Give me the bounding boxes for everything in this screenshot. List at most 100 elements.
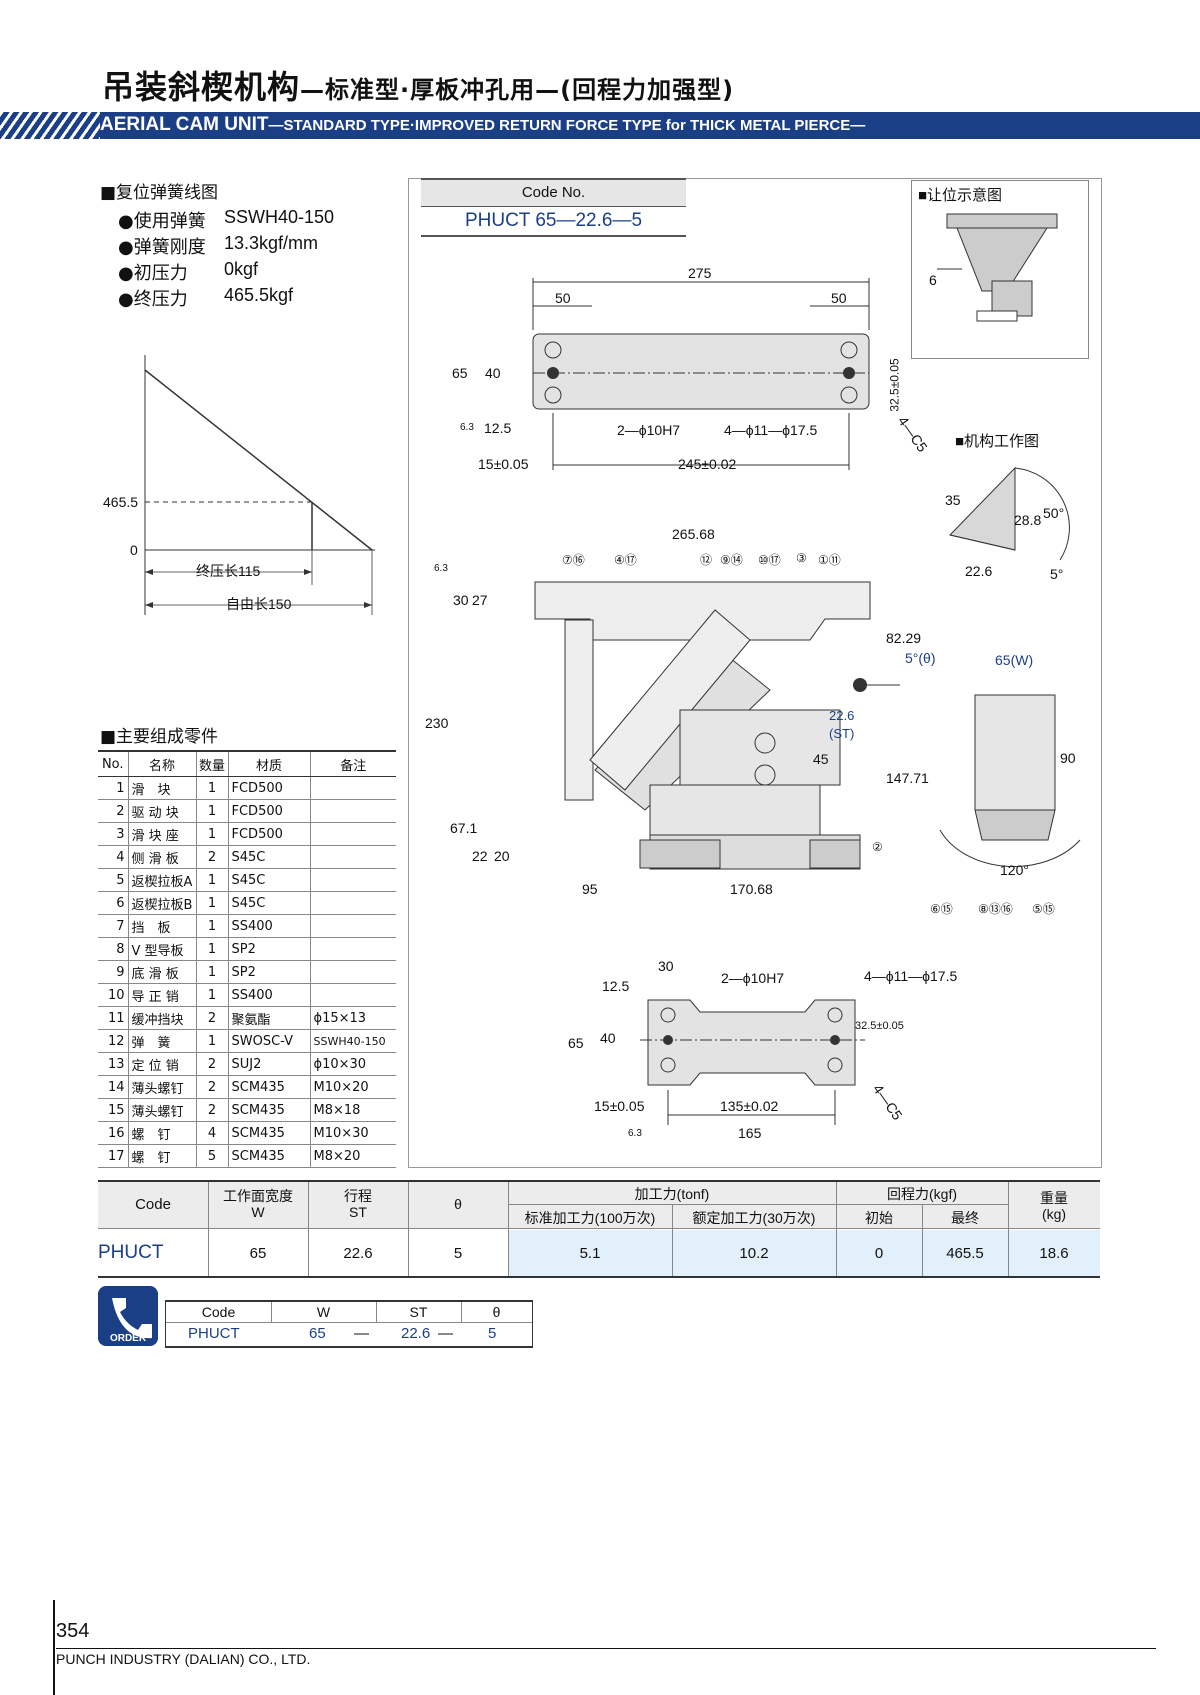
parts-cell: 8: [98, 937, 128, 961]
footer-divider: [56, 1648, 1156, 1649]
spec-table: Code 工作面宽度 W 行程 ST θ 加工力(tonf) 标准加工力(100…: [98, 1180, 1100, 1278]
hdr-theta: θ: [454, 1196, 462, 1212]
row-force-rated: 10.2: [739, 1245, 769, 1262]
parts-cell: 5: [98, 868, 128, 892]
parts-cell: 弹 簧: [127, 1029, 196, 1053]
order-sep-2: —: [438, 1325, 453, 1342]
front-st: 22.6: [829, 708, 855, 723]
top-d245: 245±0.02: [678, 456, 737, 472]
page-number: 354: [56, 1620, 90, 1642]
parts-cell: FCD500: [227, 822, 310, 846]
order-val-w: 65: [309, 1325, 326, 1342]
bottom-h65: 65: [568, 1035, 584, 1051]
footer-rule: [53, 1600, 55, 1695]
parts-cell: M8×20: [309, 1144, 396, 1168]
graph-y-top: 465.5: [103, 494, 139, 510]
page-title: 吊装斜楔机构—标准型·厚板冲孔用—(回程力加强型): [102, 68, 735, 106]
parts-cell: 导 正 销: [127, 983, 196, 1007]
hdr-force-std: 标准加工力(100万次): [524, 1210, 656, 1226]
parts-cell: 滑 块: [127, 776, 196, 800]
parts-cell: V 型导板: [127, 937, 196, 961]
top-hole1: 2—ϕ10H7: [617, 422, 681, 438]
parts-cell: 1: [195, 891, 228, 915]
parts-cell: 定 位 销: [127, 1052, 196, 1076]
hdr-weight: 重量: [1040, 1190, 1068, 1206]
front-view-drawing: [534, 581, 900, 870]
top-d15: 15±0.05: [478, 456, 529, 472]
spring-graph: [144, 355, 375, 615]
bottom-d15: 15±0.05: [594, 1098, 645, 1114]
company-name: PUNCH INDUSTRY (DALIAN) CO., LTD.: [56, 1651, 311, 1667]
parts-cell: 3: [98, 822, 128, 846]
parts-cell: 螺 钉: [127, 1121, 196, 1145]
parts-cell: SP2: [227, 960, 310, 984]
parts-cell: 12: [98, 1029, 128, 1053]
parts-cell: SS400: [227, 914, 310, 938]
parts-cell: [309, 822, 396, 846]
working-a50: 50°: [1043, 505, 1065, 521]
parts-cell: [309, 845, 396, 869]
bottom-d165: 165: [738, 1125, 762, 1141]
parts-cell: 薄头螺钉: [127, 1075, 196, 1099]
order-hdr-theta: θ: [492, 1304, 501, 1320]
order-sep-1: —: [354, 1325, 369, 1342]
working-d28: 28.8: [1014, 512, 1042, 528]
parts-cell: 2: [98, 799, 128, 823]
hdr-width-sub: W: [251, 1204, 265, 1220]
hdr-stroke: 行程: [344, 1188, 372, 1204]
parts-cell: 1: [195, 914, 228, 938]
parts-cell: 1: [195, 983, 228, 1007]
parts-cell: 10: [98, 983, 128, 1007]
top-d32: 32.5±0.05: [887, 358, 902, 412]
parts-cell: 2: [195, 1075, 228, 1099]
balloon-2: ②: [872, 840, 883, 854]
clearance-diagram: [911, 180, 1089, 359]
parts-cell: 5: [195, 1144, 228, 1168]
parts-cell: 1: [195, 799, 228, 823]
front-d671: 67.1: [450, 820, 478, 836]
balloon-6-15: ⑥⑮: [930, 902, 953, 916]
parts-cell: 15: [98, 1098, 128, 1122]
clearance-title: ■让位示意图: [918, 187, 1003, 204]
balloon-10-17: ⑩⑰: [758, 553, 781, 567]
parts-cell: 4: [195, 1121, 228, 1145]
hdr-return-init: 初始: [865, 1210, 893, 1226]
balloon-3: ③: [796, 551, 807, 565]
top-r63: 6.3: [460, 422, 474, 433]
row-return-init: 0: [874, 1245, 884, 1262]
top-h40: 40: [485, 365, 501, 381]
side-view-drawing: [939, 694, 1081, 868]
row-force-std: 5.1: [579, 1245, 601, 1262]
parts-cell: 1: [195, 1029, 228, 1053]
order-hdr-w: W: [316, 1304, 331, 1320]
parts-cell: [309, 776, 396, 800]
hdr-return: 回程力(kgf): [887, 1186, 957, 1202]
parts-cell: S45C: [227, 868, 310, 892]
top-view-drawing: [532, 278, 870, 470]
parts-cell: 13: [98, 1052, 128, 1076]
front-st-label: (ST): [829, 726, 855, 741]
hdr-width: 工作面宽度: [223, 1188, 293, 1204]
bottom-hole1: 2—ϕ10H7: [721, 970, 785, 986]
bottom-r63: 6.3: [628, 1128, 642, 1139]
parts-cell: 挡 板: [127, 914, 196, 938]
parts-cell: 驱 动 块: [127, 799, 196, 823]
parts-cell: [309, 937, 396, 961]
front-a45: 45: [813, 751, 829, 767]
parts-cell: 1: [195, 868, 228, 892]
parts-cell: 1: [98, 776, 128, 800]
bottom-d12: 12.5: [602, 978, 630, 994]
